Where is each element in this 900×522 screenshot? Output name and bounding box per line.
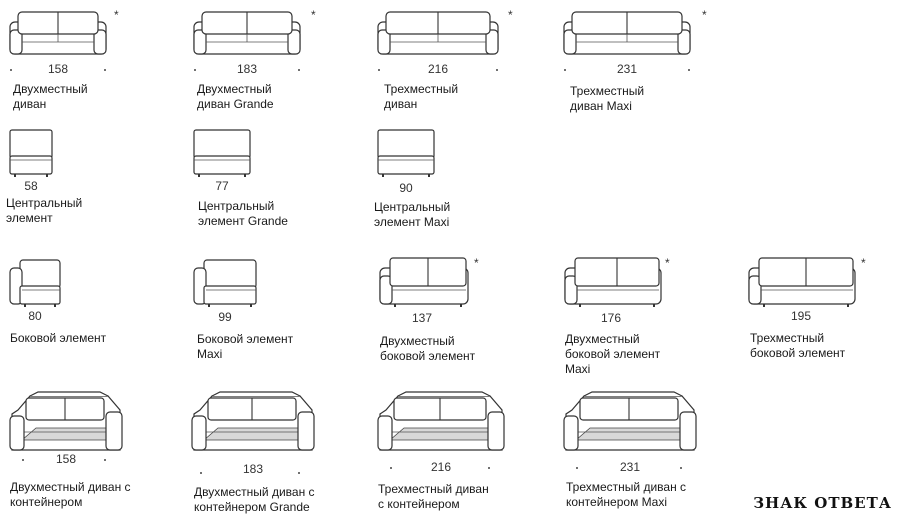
dim-marker-left [200,472,202,474]
width-dimension: 216 [427,62,449,76]
asterisk: * [508,8,513,22]
central-element-maxi-drawing [377,129,435,177]
item-caption: Двухместный диван с контейнером Grande [194,485,315,514]
dim-marker-left [390,467,392,469]
asterisk: * [311,8,316,22]
sofa-3seat-container-maxi: 231 Трехместный диван с контейнером Maxi [562,390,722,515]
asterisk: * [861,256,866,270]
dim-marker-right [496,69,498,71]
sofa-2seat-grande: * 183 Двухместный диван Grande [192,8,322,113]
width-dimension: 176 [600,311,622,325]
central-element: 58 Центральный элемент [6,128,116,228]
central-element-grande: 77 Центральный элемент Grande [192,128,322,228]
side-element-2seat-maxi-drawing [564,257,662,307]
width-dimension: 158 [47,62,69,76]
item-caption: Боковой элемент [10,331,107,345]
item-caption: Боковой элемент Maxi [197,332,294,361]
width-dimension: 231 [619,460,641,474]
side-element-2seat-maxi: * 176 Двухместный боковой элемент Maxi [563,256,703,376]
dim-marker-right [298,69,300,71]
dim-marker-left [564,69,566,71]
width-dimension: 216 [430,460,452,474]
item-caption: Двухместный диван Grande [197,82,274,111]
item-caption: Трехместный диван с контейнером Maxi [566,480,687,509]
item-caption: Трехместный боковой элемент [750,331,846,360]
sofa-3seat: * 216 Трехместный диван [376,8,516,113]
central-element-grande-drawing [193,129,251,177]
dim-marker-left [10,69,12,71]
width-dimension: 77 [215,179,229,193]
sofa-2seat-container-grande-drawing [191,391,315,451]
item-caption: Двухместный диван с контейнером [10,480,131,509]
asterisk: * [114,8,119,22]
item-caption: Трехместный диван с контейнером [378,482,489,511]
width-dimension: 58 [24,179,38,193]
item-caption: Трехместный диван Maxi [570,84,645,113]
width-dimension: 231 [616,62,638,76]
sofa-3seat-maxi-drawing [563,11,691,55]
dim-marker-right [688,69,690,71]
central-element-drawing [9,129,53,177]
dim-marker-right [298,472,300,474]
item-caption: Двухместный боковой элемент [380,334,476,363]
sofa-3seat-container-maxi-drawing [563,391,697,451]
sofa-3seat-container-drawing [377,391,505,451]
width-dimension: 183 [236,62,258,76]
sofa-2seat-container-drawing [9,391,123,451]
width-dimension: 195 [790,309,812,323]
watermark: ЗНАК ОТВЕТА [753,494,892,512]
sofa-3seat-maxi: * 231 Трехместный диван Maxi [562,8,712,113]
dim-marker-left [194,69,196,71]
side-element-maxi-drawing [193,259,257,307]
dim-marker-right [488,467,490,469]
sofa-3seat-container: 216 Трехместный диван с контейнером [376,390,526,515]
asterisk: * [702,8,707,22]
item-caption: Центральный элемент Grande [198,199,288,228]
sofa-2seat-container: 158 Двухместный диван с контейнером [8,390,148,515]
width-dimension: 80 [28,309,42,323]
side-element-drawing [9,259,61,307]
asterisk: * [665,256,670,270]
dim-marker-left [378,69,380,71]
dim-marker-left [22,459,24,461]
item-caption: Двухместный диван [13,82,88,111]
width-dimension: 99 [218,310,232,324]
side-element-3seat-drawing [748,257,856,307]
sofa-2seat-container-grande: 183 Двухместный диван с контейнером Gran… [190,390,340,515]
item-caption: Центральный элемент [6,196,83,225]
item-caption: Центральный элемент Maxi [374,200,451,229]
dim-marker-left [576,467,578,469]
dim-marker-right [680,467,682,469]
sofa-2seat-drawing [9,11,107,55]
dim-marker-right [104,69,106,71]
side-element-3seat: * 195 Трехместный боковой элемент [747,256,897,366]
asterisk: * [474,256,479,270]
central-element-maxi: 90 Центральный элемент Maxi [374,128,506,229]
width-dimension: 90 [399,181,413,195]
side-element-maxi: 99 Боковой элемент Maxi [192,258,322,368]
dim-marker-right [104,459,106,461]
sofa-2seat-grande-drawing [193,11,301,55]
side-element: 80 Боковой элемент [8,258,128,348]
side-element-2seat: * 137 Двухместный боковой элемент [378,256,518,366]
sofa-3seat-drawing [377,11,499,55]
width-dimension: 183 [242,462,264,476]
sofa-2seat: * 158 Двухместный диван [8,8,119,113]
item-caption: Трехместный диван [384,82,459,111]
width-dimension: 158 [55,452,77,466]
side-element-2seat-drawing [379,257,469,307]
width-dimension: 137 [411,311,433,325]
item-caption: Двухместный боковой элемент Maxi [565,332,661,376]
